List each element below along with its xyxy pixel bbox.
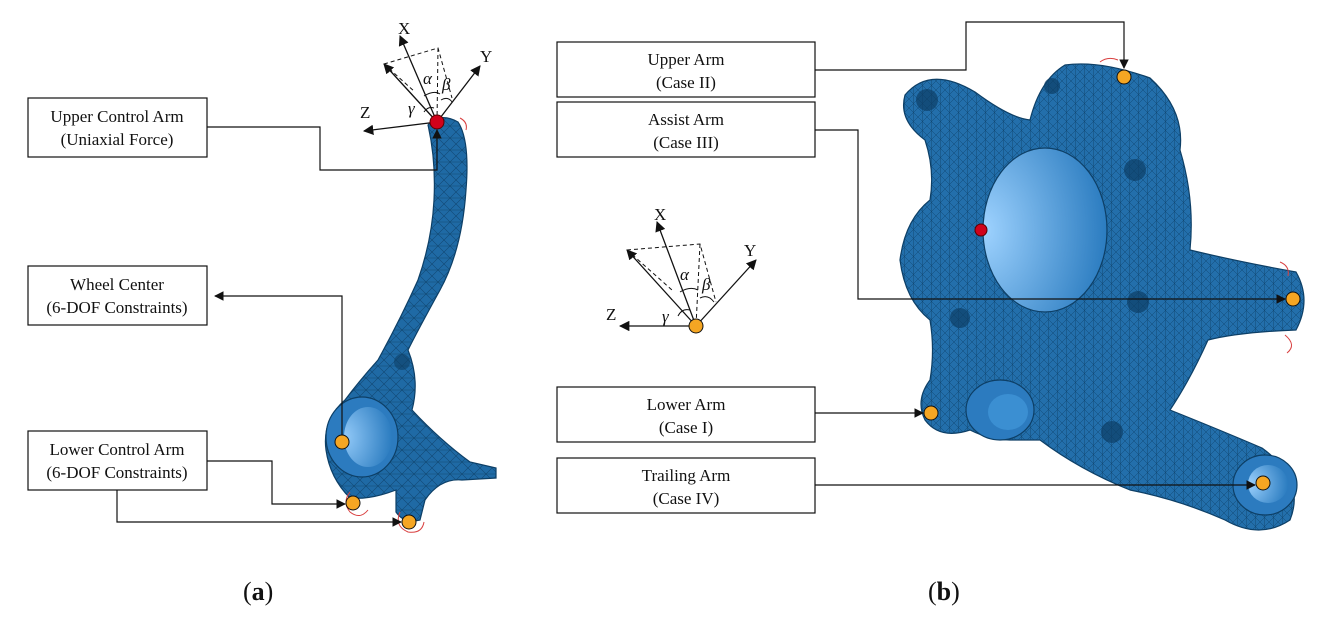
label-lower-arm: Lower Arm (Case I) (556, 386, 816, 443)
svg-text:(Case III): (Case III) (653, 133, 719, 152)
force-vector-arrow (383, 63, 438, 123)
gamma-label-b: γ (662, 307, 670, 326)
wheel-center-point-b (974, 223, 988, 237)
z-axis-label-b: Z (606, 305, 616, 324)
upper-control-arm-load-point (429, 114, 445, 130)
svg-text:Upper Arm: Upper Arm (648, 50, 725, 69)
panel-b: X Y Z α β γ Upper Arm (Case II) Assist A… (556, 21, 1305, 606)
svg-text:(6-DOF Constraints): (6-DOF Constraints) (46, 463, 187, 482)
leader-upper-arm (815, 21, 1129, 71)
y-axis-label: Y (480, 47, 492, 66)
beta-label-b: β (701, 275, 711, 294)
leader-lower-control-arm-1 (207, 460, 346, 509)
knuckle-mesh-a (324, 117, 497, 533)
trailing-arm-point (1255, 475, 1271, 491)
svg-text:(Case I): (Case I) (659, 418, 713, 437)
coordinate-origin-point (688, 318, 704, 334)
wheel-center-point (334, 434, 350, 450)
lower-control-arm-point-1 (345, 495, 361, 511)
svg-text:(Case II): (Case II) (656, 73, 716, 92)
svg-text:Assist Arm: Assist Arm (648, 110, 724, 129)
assist-arm-point (1285, 291, 1301, 307)
coordinate-system-b: X Y Z α β γ (606, 205, 757, 334)
svg-text:(6-DOF Constraints): (6-DOF Constraints) (46, 298, 187, 317)
coordinate-system-a: X Y Z α β γ (360, 19, 492, 136)
svg-text:Lower Control Arm: Lower Control Arm (49, 440, 184, 459)
leader-upper-control-arm (207, 126, 442, 171)
svg-text:(Uniaxial Force): (Uniaxial Force) (61, 130, 174, 149)
label-assist-arm: Assist Arm (Case III) (556, 101, 816, 158)
leader-wheel-center (214, 291, 343, 440)
label-upper-control-arm: Upper Control Arm (Uniaxial Force) (27, 97, 208, 158)
label-lower-control-arm: Lower Control Arm (6-DOF Constraints) (27, 430, 208, 491)
svg-text:(Case IV): (Case IV) (653, 489, 720, 508)
label-wheel-center: Wheel Center (6-DOF Constraints) (27, 265, 208, 326)
leader-assist-arm (815, 129, 1286, 304)
caption-a: (a) (243, 577, 273, 606)
y-axis-label-b: Y (744, 241, 756, 260)
svg-text:Wheel Center: Wheel Center (70, 275, 164, 294)
upper-arm-point (1116, 69, 1132, 85)
force-vector-arrow-b (626, 249, 697, 327)
label-upper-arm: Upper Arm (Case II) (556, 41, 816, 98)
lower-control-arm-point-2 (401, 514, 417, 530)
svg-text:Upper Control Arm: Upper Control Arm (50, 107, 183, 126)
z-axis-label: Z (360, 103, 370, 122)
knuckle-mesh-b (899, 57, 1305, 531)
leader-lower-control-arm-2 (116, 490, 402, 527)
lower-arm-point (923, 405, 939, 421)
caption-b: (b) (928, 577, 960, 606)
alpha-label: α (423, 69, 433, 88)
x-axis-arrow-b (655, 221, 697, 327)
label-trailing-arm: Trailing Arm (Case IV) (556, 457, 816, 514)
y-axis-arrow-b (695, 259, 757, 327)
z-axis-arrow (362, 121, 438, 136)
x-axis-label: X (398, 19, 410, 38)
svg-text:Lower Arm: Lower Arm (647, 395, 726, 414)
gamma-label: γ (408, 99, 416, 118)
y-axis-arrow (436, 65, 481, 123)
panel-a: X Y Z α β γ Upper Control Arm (Uniaxial … (27, 19, 497, 606)
x-axis-label-b: X (654, 205, 666, 224)
svg-text:Trailing Arm: Trailing Arm (642, 466, 731, 485)
beta-label: β (441, 75, 451, 94)
alpha-label-b: α (680, 265, 690, 284)
